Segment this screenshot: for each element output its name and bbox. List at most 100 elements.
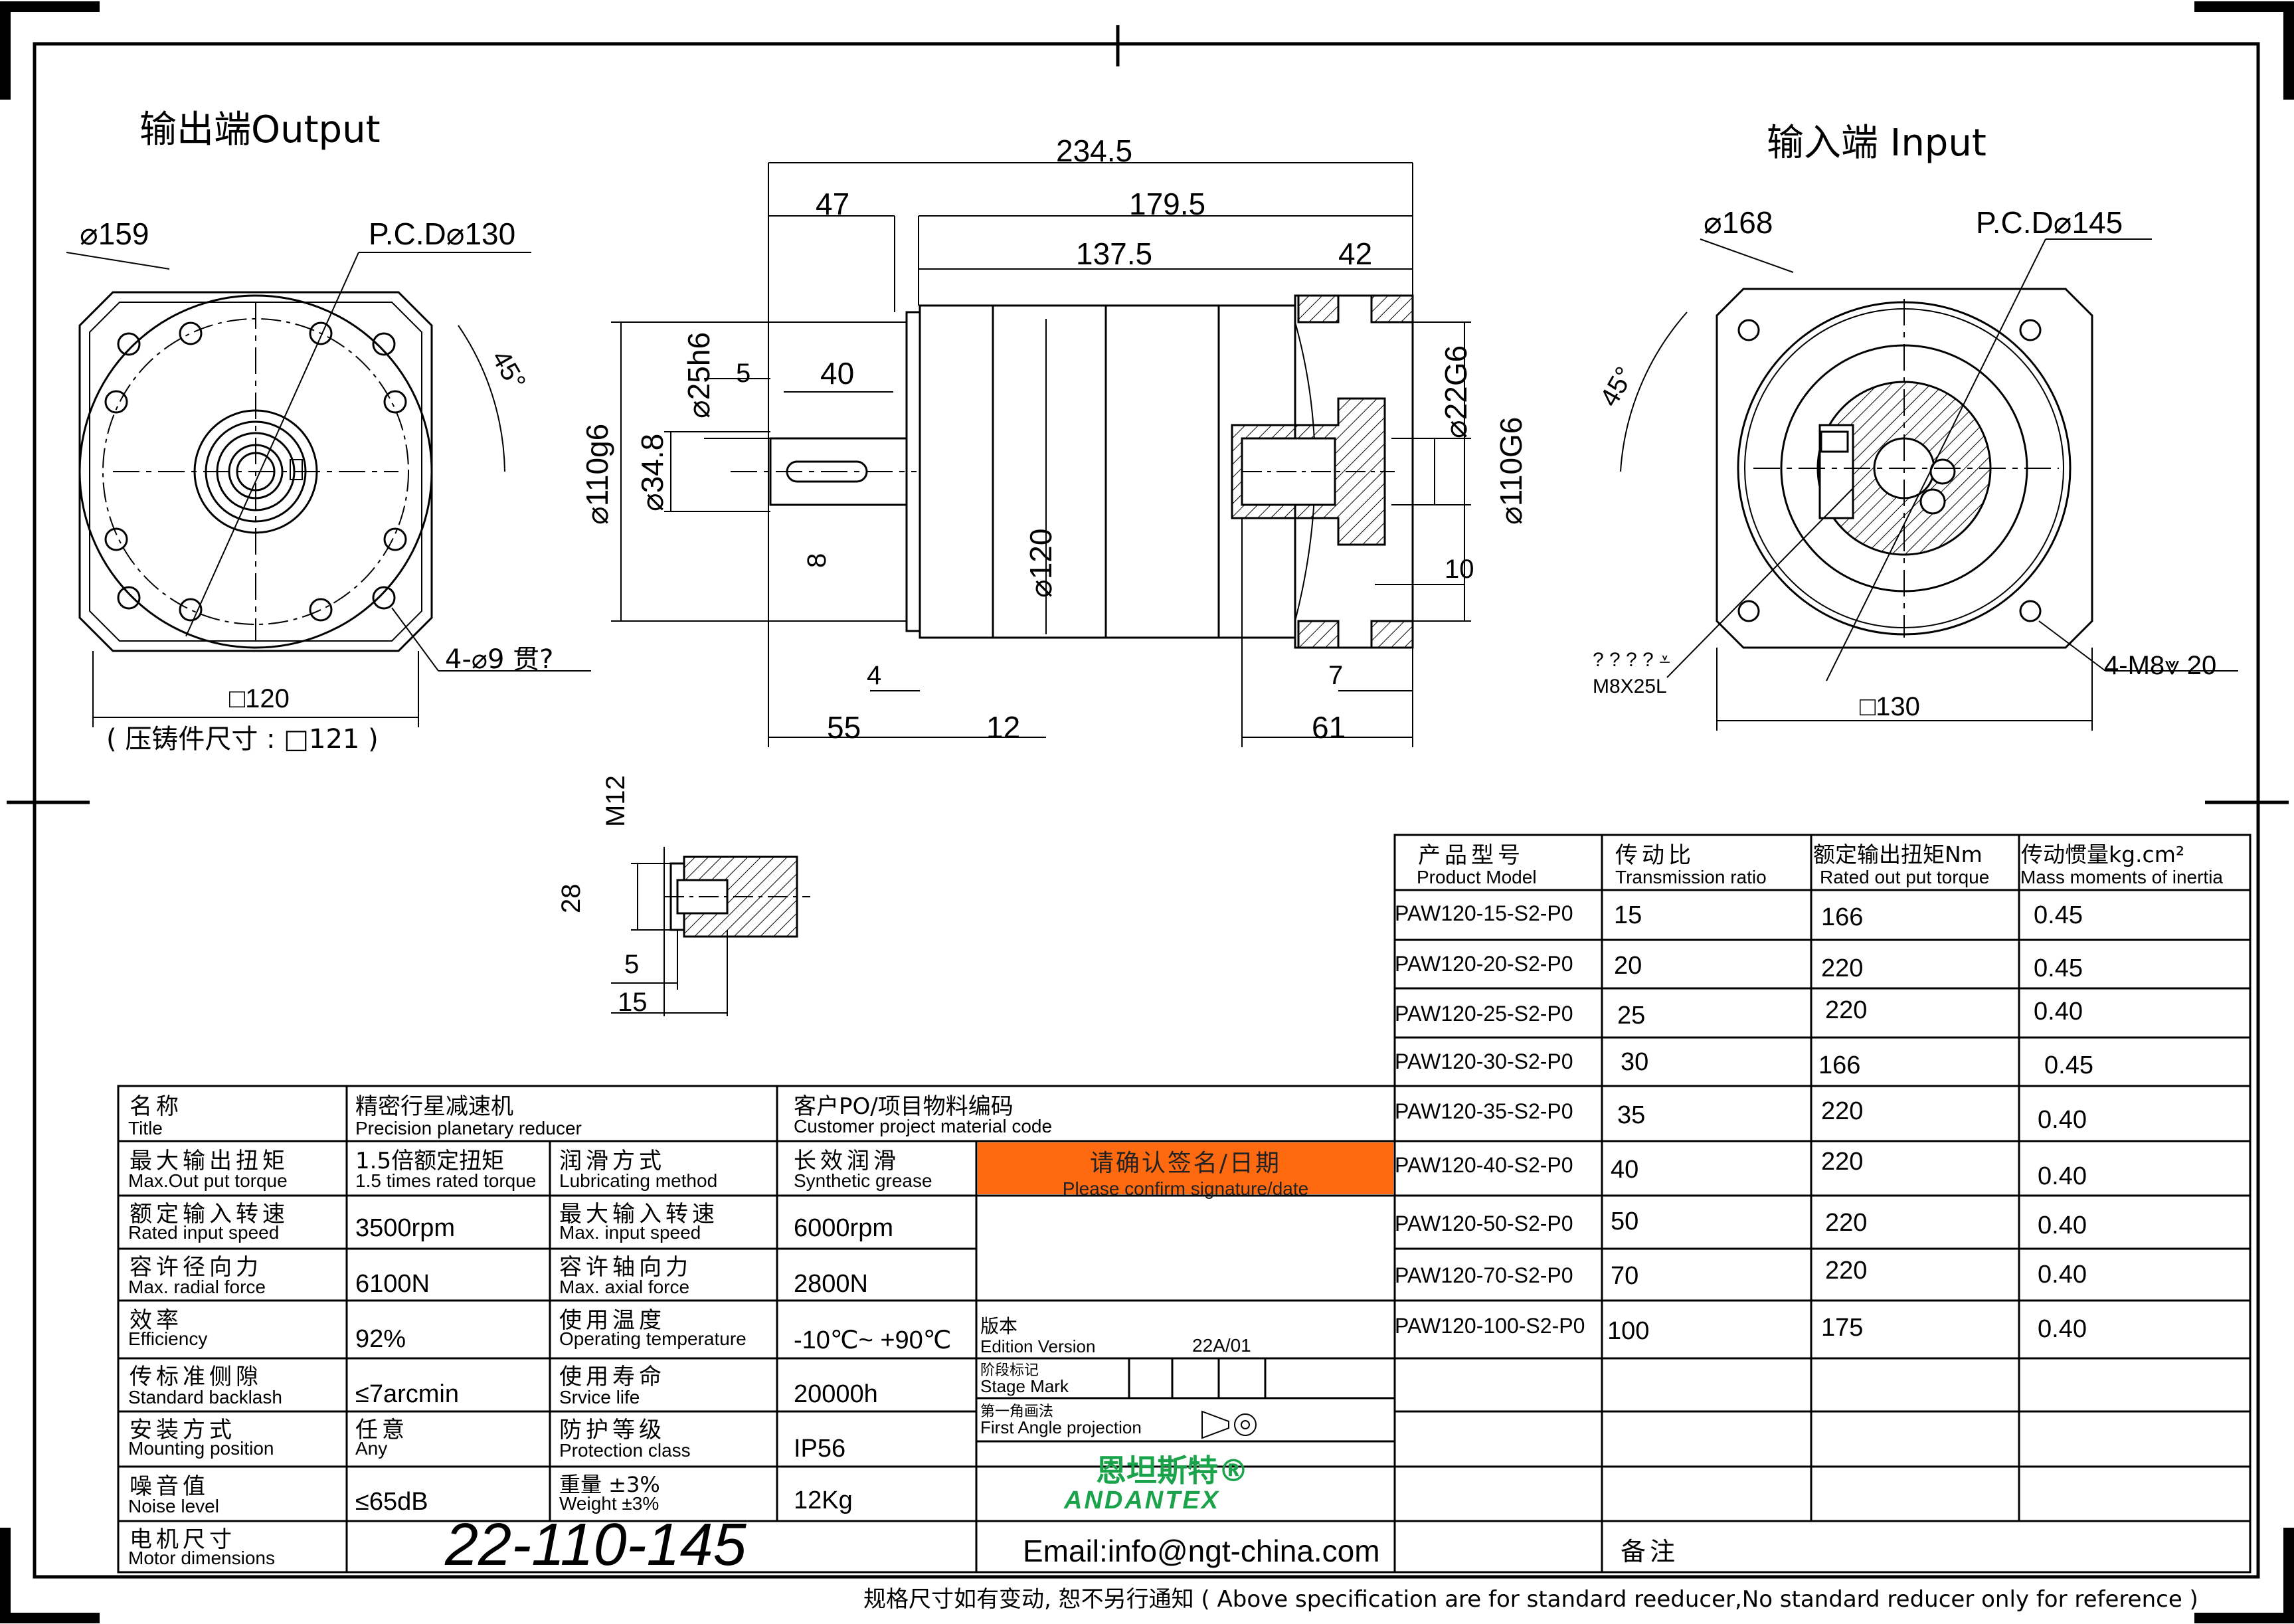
row-inertia: 0.40 bbox=[2034, 998, 2083, 1026]
spec-mount-val-cn: 任意 bbox=[355, 1417, 408, 1443]
spec-title-val-en: Precision planetary reducer bbox=[355, 1118, 582, 1138]
row-torque: 220 bbox=[1825, 996, 1868, 1024]
dim-8: 8 bbox=[802, 553, 832, 568]
projection-cn: 第一角画法 bbox=[980, 1403, 1054, 1420]
row-inertia: 0.45 bbox=[2034, 954, 2083, 982]
spec-weight-val: 12Kg bbox=[794, 1487, 853, 1514]
row-model: PAW120-70-S2-P0 bbox=[1395, 1263, 1573, 1287]
spec-eff-cn: 效率 bbox=[130, 1307, 183, 1334]
spec-mount-val-en: Any bbox=[355, 1438, 388, 1459]
spec-maxtorque-val-en: 1.5 times rated torque bbox=[355, 1170, 537, 1191]
dim-47: 47 bbox=[816, 187, 850, 221]
spec-max-speed-cn: 最大输入转速 bbox=[559, 1201, 719, 1227]
header-inertia-en: Mass moments of inertia bbox=[2020, 867, 2223, 887]
remark-label: 备注 bbox=[1621, 1537, 1680, 1566]
dim-cast-size: ( 压铸件尺寸 : □121 ) bbox=[106, 724, 379, 755]
spec-title-cn: 名称 bbox=[130, 1093, 183, 1120]
dim-pcd130: P.C.D⌀130 bbox=[369, 217, 516, 251]
spec-max-speed-en: Max. input speed bbox=[559, 1222, 701, 1243]
row-model: PAW120-50-S2-P0 bbox=[1395, 1212, 1573, 1235]
spec-motor-cn: 电机尺寸 bbox=[130, 1526, 236, 1553]
row-inertia: 0.40 bbox=[2038, 1315, 2087, 1343]
dim-34: ⌀34.8 bbox=[635, 433, 669, 511]
spec-max-speed-val: 6000rpm bbox=[794, 1214, 893, 1242]
spec-backlash-en: Standard backlash bbox=[128, 1387, 282, 1407]
spec-eff-en: Efficiency bbox=[128, 1328, 208, 1349]
contact-email[interactable]: Email:info@ngt-china.com bbox=[1023, 1534, 1380, 1568]
dim-d168: ⌀168 bbox=[1704, 205, 1773, 240]
dim-179: 179.5 bbox=[1129, 187, 1206, 221]
motor-dimension-code: 22-110-145 bbox=[445, 1512, 747, 1578]
projection-en: First Angle projection bbox=[980, 1417, 1142, 1437]
dim-110G6: ⌀110G6 bbox=[1494, 416, 1528, 525]
header-torque-en: Rated out put torque bbox=[1820, 867, 1990, 887]
spec-backlash-val: ≤7arcmin bbox=[355, 1380, 460, 1408]
edition-val: 22A/01 bbox=[1192, 1335, 1251, 1356]
row-torque: 220 bbox=[1821, 1097, 1864, 1125]
screw-spec: M8X25L bbox=[1593, 676, 1667, 697]
dim-22g6: ⌀22G6 bbox=[1439, 345, 1473, 438]
spec-life-val: 20000h bbox=[794, 1380, 878, 1408]
row-inertia: 0.40 bbox=[2038, 1212, 2087, 1239]
row-inertia: 0.40 bbox=[2038, 1162, 2087, 1190]
spec-mount-cn: 安装方式 bbox=[130, 1417, 236, 1443]
dim-137: 137.5 bbox=[1076, 236, 1153, 271]
row-ratio: 100 bbox=[1607, 1317, 1650, 1345]
output-view-title: 输出端Output bbox=[139, 108, 381, 151]
row-inertia: 0.40 bbox=[2038, 1106, 2087, 1134]
stage-cn: 阶段标记 bbox=[980, 1362, 1039, 1379]
edition-en: Edition Version bbox=[980, 1336, 1096, 1356]
confirm-signature-box[interactable]: 请确认签名/日期 Please confirm signature/date bbox=[978, 1142, 1393, 1199]
spec-noise-val: ≤65dB bbox=[355, 1488, 428, 1516]
spec-weight-en: Weight ±3% bbox=[559, 1493, 660, 1514]
row-torque: 175 bbox=[1821, 1314, 1864, 1342]
spec-maxtorque-val-cn: 1.5倍额定扭矩 bbox=[355, 1148, 505, 1174]
dim-square-120: □120 bbox=[229, 684, 290, 713]
header-ratio-cn: 传动比 bbox=[1615, 842, 1695, 869]
spec-lub-val-cn: 长效润滑 bbox=[794, 1148, 900, 1174]
dim-square-130: □130 bbox=[1860, 692, 1920, 721]
row-ratio: 35 bbox=[1617, 1101, 1646, 1129]
row-model: PAW120-25-S2-P0 bbox=[1395, 1002, 1573, 1026]
spec-radial-cn: 容许径向力 bbox=[130, 1254, 262, 1281]
row-ratio: 15 bbox=[1614, 901, 1642, 929]
edition-cn: 版本 bbox=[980, 1315, 1018, 1337]
spec-rated-speed-val: 3500rpm bbox=[355, 1214, 455, 1242]
dim-shaft-25: ⌀25h6 bbox=[681, 331, 716, 418]
spec-prot-cn: 防护等级 bbox=[559, 1417, 665, 1443]
row-model: PAW120-100-S2-P0 bbox=[1395, 1314, 1585, 1338]
input-view-title: 输入端 Input bbox=[1767, 122, 1986, 165]
dim-holes-input: 4-M8⩔ 20 bbox=[2104, 651, 2217, 680]
spec-maxtorque-cn: 最大输出扭矩 bbox=[130, 1148, 289, 1174]
spec-customer-cn: 客户PO/项目物料编码 bbox=[794, 1093, 1014, 1120]
spec-rated-speed-en: Rated input speed bbox=[128, 1222, 280, 1243]
header-ratio-en: Transmission ratio bbox=[1615, 867, 1767, 887]
spec-noise-cn: 噪音值 bbox=[130, 1473, 209, 1500]
spec-motor-en: Motor dimensions bbox=[128, 1548, 275, 1568]
row-torque: 220 bbox=[1821, 954, 1864, 982]
spec-backlash-cn: 传标准侧隙 bbox=[130, 1364, 262, 1390]
dim-28: 28 bbox=[557, 883, 586, 914]
header-inertia-cn: 传动惯量kg.cm² bbox=[2021, 842, 2185, 867]
confirm-en: Please confirm signature/date bbox=[1062, 1178, 1309, 1199]
spec-noise-en: Noise level bbox=[128, 1496, 219, 1516]
spec-title-val-cn: 精密行星减速机 bbox=[355, 1093, 513, 1120]
dim-12: 12 bbox=[986, 710, 1021, 745]
dim-110g6: ⌀110g6 bbox=[580, 423, 614, 525]
brand-logo-en: ANDANTEX bbox=[1064, 1487, 1221, 1514]
row-torque: 166 bbox=[1821, 903, 1864, 931]
dim-4: 4 bbox=[867, 661, 882, 690]
footer-note: 规格尺寸如有变动, 恕不另行通知 ( Above specification a… bbox=[863, 1586, 2198, 1613]
row-inertia: 0.45 bbox=[2034, 901, 2083, 929]
spec-rated-speed-cn: 额定输入转速 bbox=[130, 1201, 289, 1227]
spec-prot-val: IP56 bbox=[794, 1435, 846, 1463]
dim-d159: ⌀159 bbox=[80, 217, 149, 251]
dim-m12: M12 bbox=[601, 775, 630, 827]
dim-40: 40 bbox=[820, 356, 855, 391]
dim-61: 61 bbox=[1312, 710, 1346, 745]
row-torque: 166 bbox=[1818, 1051, 1861, 1079]
spec-lub-val-en: Synthetic grease bbox=[794, 1170, 932, 1191]
spec-lub-en: Lubricating method bbox=[559, 1170, 718, 1191]
